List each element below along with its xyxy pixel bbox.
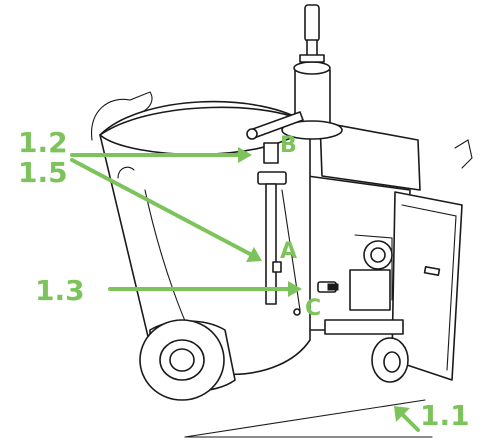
strut-foot bbox=[293, 308, 301, 316]
cabinet bbox=[299, 121, 473, 381]
callout-1-1: 1.1 bbox=[420, 399, 470, 432]
arrow-to-ramp-head bbox=[394, 406, 410, 422]
part-label-b: B bbox=[280, 133, 297, 158]
lever-collar bbox=[299, 54, 325, 63]
pivot-pin bbox=[246, 128, 258, 140]
bowl-handle bbox=[91, 91, 153, 141]
wheel-rear-hub bbox=[383, 351, 401, 373]
part-a-knob bbox=[272, 261, 282, 273]
ramp bbox=[184, 399, 433, 438]
cabinet-door-edge bbox=[401, 204, 457, 371]
cabinet-top bbox=[319, 121, 421, 191]
wheels bbox=[139, 319, 409, 401]
internal-gear-hub bbox=[370, 247, 386, 263]
cabinet-side-flap bbox=[454, 139, 473, 169]
part-c-connector-tip bbox=[327, 283, 339, 291]
part-label-a: A bbox=[280, 239, 297, 264]
door-handle bbox=[423, 266, 441, 276]
wheel-front-axle bbox=[169, 348, 195, 372]
internal-box bbox=[349, 269, 391, 311]
bowl-latch bbox=[117, 166, 135, 179]
arrow-to-ramp bbox=[400, 412, 420, 432]
motor-assembly bbox=[246, 4, 343, 140]
callout-1-2: 1.2 bbox=[18, 126, 68, 159]
strut-assembly bbox=[257, 142, 301, 316]
strut-rod bbox=[265, 183, 277, 305]
arrow-to-c-head bbox=[288, 281, 302, 297]
callout-arrows bbox=[70, 147, 420, 432]
internal-bracket bbox=[354, 234, 393, 301]
callout-1-5: 1.5 bbox=[18, 156, 68, 189]
arrow-to-b-head bbox=[238, 147, 252, 163]
strut-top-clamp bbox=[263, 142, 279, 164]
part-label-c: C bbox=[305, 296, 321, 321]
arrow-to-a-head bbox=[246, 247, 262, 262]
cabinet-door bbox=[391, 191, 463, 381]
ramp-slope-line bbox=[184, 399, 426, 438]
callout-1-3: 1.3 bbox=[35, 274, 85, 307]
strut-mount-block bbox=[257, 171, 287, 185]
motor-cap bbox=[293, 61, 331, 75]
callout-labels: 1.2 1.5 1.3 1.1 A B C bbox=[18, 126, 470, 432]
arrow-to-a bbox=[70, 158, 252, 256]
lever-handle bbox=[304, 4, 320, 42]
motor-base bbox=[281, 120, 343, 140]
base-frame bbox=[324, 319, 404, 335]
